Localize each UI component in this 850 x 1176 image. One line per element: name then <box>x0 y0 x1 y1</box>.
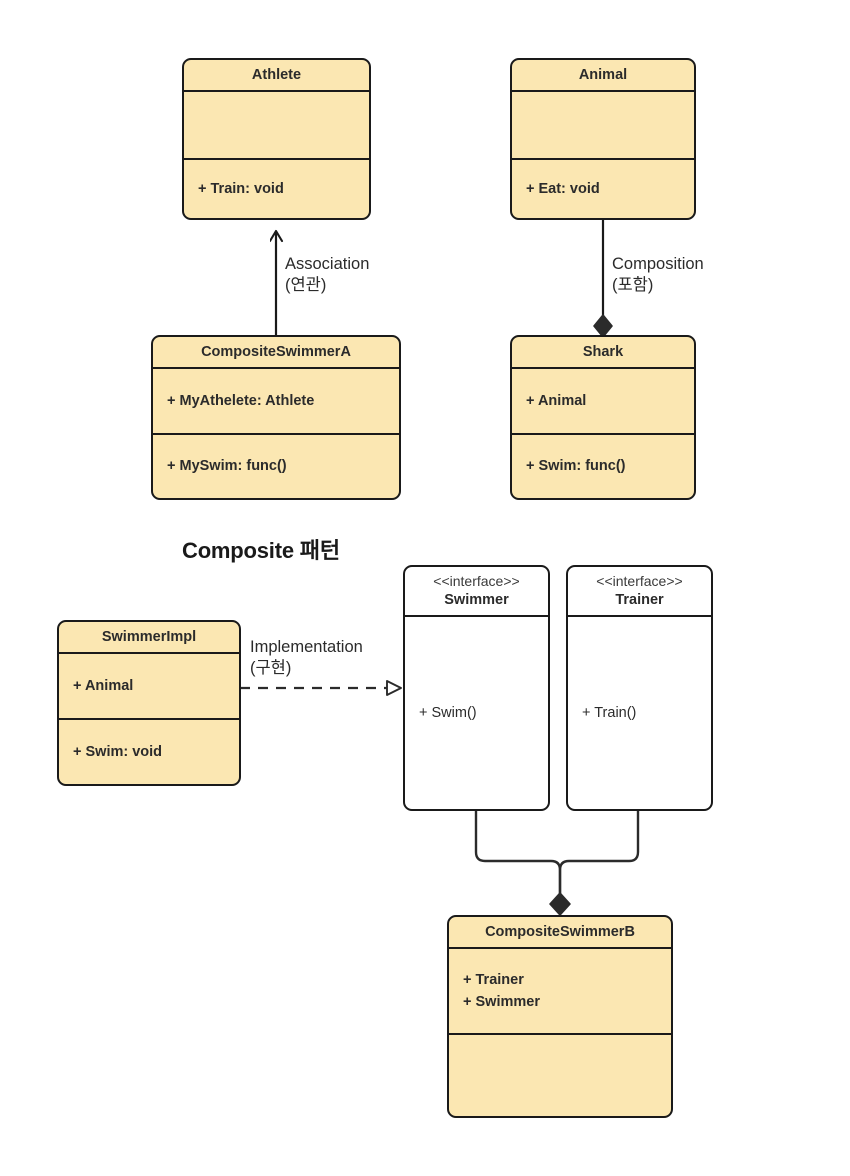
class-operations-animal: + Eat: void <box>526 180 600 197</box>
class-operations-shark: + Swim: func() <box>526 458 626 475</box>
class-title-swimmer-impl: SwimmerImpl <box>59 622 239 655</box>
class-box-swimmer-impl[interactable]: SwimmerImpl + Animal + Swim: void <box>57 620 241 786</box>
interface-box-trainer[interactable]: <<interface>> Trainer + Train() <box>566 565 713 811</box>
section-heading-composite-pattern: Composite 패턴 <box>182 538 340 563</box>
composite-b-connector <box>474 809 640 916</box>
class-box-animal[interactable]: Animal + Eat: void <box>510 58 696 220</box>
class-operations-composite-swimmer-a: + MySwim: func() <box>167 458 287 475</box>
class-attributes-composite-swimmer-a: + MyAthelete: Athlete <box>153 369 399 436</box>
class-attributes-swimmer-impl: + Animal <box>59 654 239 721</box>
class-title-shark: Shark <box>512 337 694 370</box>
interface-name-trainer: Trainer <box>615 591 664 608</box>
class-attributes-shark: + Animal <box>512 369 694 436</box>
composition-label: Composition (포함) <box>612 255 704 295</box>
class-operations-athlete: + Train: void <box>198 180 284 197</box>
class-operations-composite-swimmer-b <box>449 1035 671 1116</box>
interface-name-swimmer: Swimmer <box>444 591 509 608</box>
class-box-composite-swimmer-b[interactable]: CompositeSwimmerB + Trainer + Swimmer <box>447 915 673 1118</box>
association-label: Association (연관) <box>285 255 370 295</box>
interface-operations-trainer: + Train() <box>582 704 637 721</box>
implementation-label: Implementation (구현) <box>250 638 363 678</box>
interface-operations-swimmer: + Swim() <box>419 704 477 721</box>
interface-box-swimmer[interactable]: <<interface>> Swimmer + Swim() <box>403 565 550 811</box>
class-title-animal: Animal <box>512 60 694 93</box>
interface-title-swimmer: <<interface>> Swimmer <box>405 567 548 617</box>
class-box-composite-swimmer-a[interactable]: CompositeSwimmerA + MyAthelete: Athlete … <box>151 335 401 500</box>
class-box-athlete[interactable]: Athlete + Train: void <box>182 58 371 220</box>
filled-diamond-shark <box>593 314 613 338</box>
class-box-shark[interactable]: Shark + Animal + Swim: func() <box>510 335 696 500</box>
filled-diamond-composite-b <box>549 892 571 916</box>
class-attributes-athlete <box>184 92 369 161</box>
class-operations-swimmer-impl: + Swim: void <box>73 743 163 760</box>
class-title-composite-swimmer-b: CompositeSwimmerB <box>449 917 671 950</box>
class-title-composite-swimmer-a: CompositeSwimmerA <box>153 337 399 370</box>
interface-stereotype-trainer: <<interface>> <box>596 573 683 589</box>
class-attributes-composite-swimmer-b: + Trainer + Swimmer <box>449 949 671 1036</box>
interface-title-trainer: <<interface>> Trainer <box>568 567 711 617</box>
class-title-athlete: Athlete <box>184 60 369 93</box>
class-attributes-animal <box>512 92 694 161</box>
interface-stereotype-swimmer: <<interface>> <box>433 573 520 589</box>
composition-connector <box>593 220 613 338</box>
